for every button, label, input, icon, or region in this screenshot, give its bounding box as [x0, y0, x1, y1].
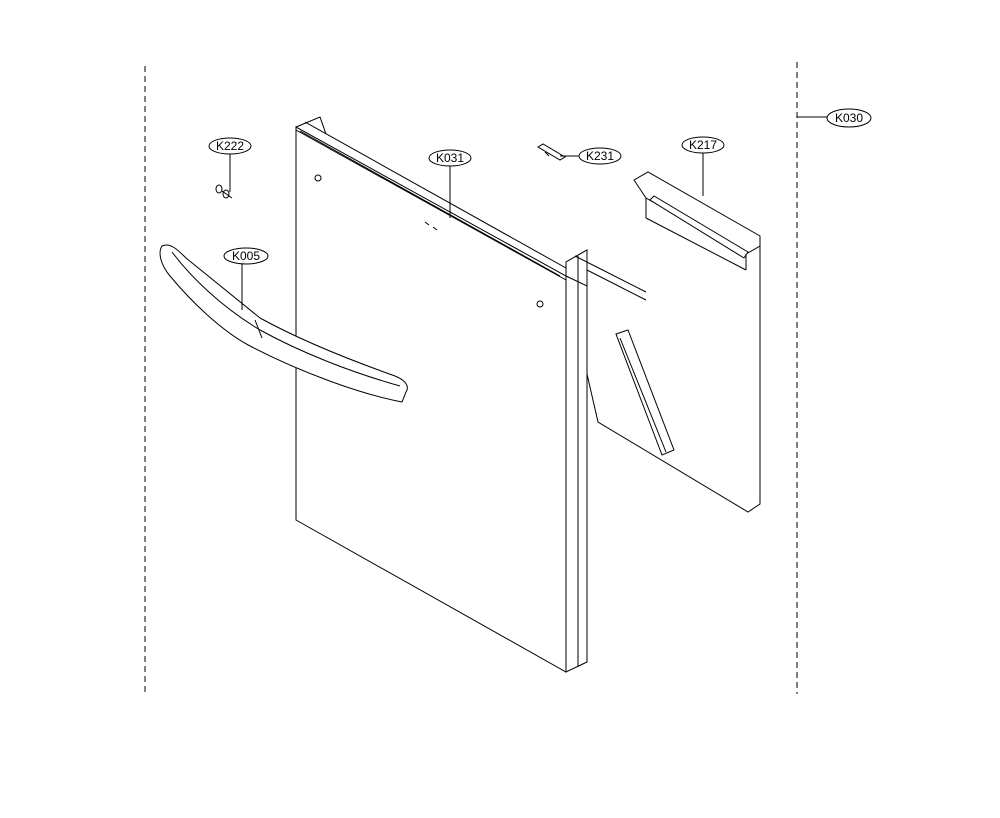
callout-k005-label: K005 — [232, 249, 260, 263]
door-outer-panel — [295, 116, 567, 673]
callout-k222-label: K222 — [216, 139, 244, 153]
callout-k030-label: K030 — [835, 111, 863, 125]
callout-k231: K231 — [578, 147, 622, 165]
callout-k217: K217 — [681, 136, 725, 154]
callout-k222: K222 — [208, 137, 252, 155]
callout-k217-label: K217 — [689, 138, 717, 152]
callout-k031: K031 — [428, 149, 472, 167]
callout-k231-label: K231 — [586, 149, 614, 163]
callout-k030: K030 — [826, 108, 872, 128]
door-side-edge — [565, 249, 588, 673]
control-panel-trim — [633, 171, 761, 271]
small-bracket — [537, 143, 566, 161]
small-clip — [215, 184, 233, 199]
door-handle — [159, 244, 408, 403]
callout-k031-label: K031 — [436, 151, 464, 165]
door-inner-liner — [574, 238, 761, 513]
callout-k005: K005 — [223, 247, 269, 265]
